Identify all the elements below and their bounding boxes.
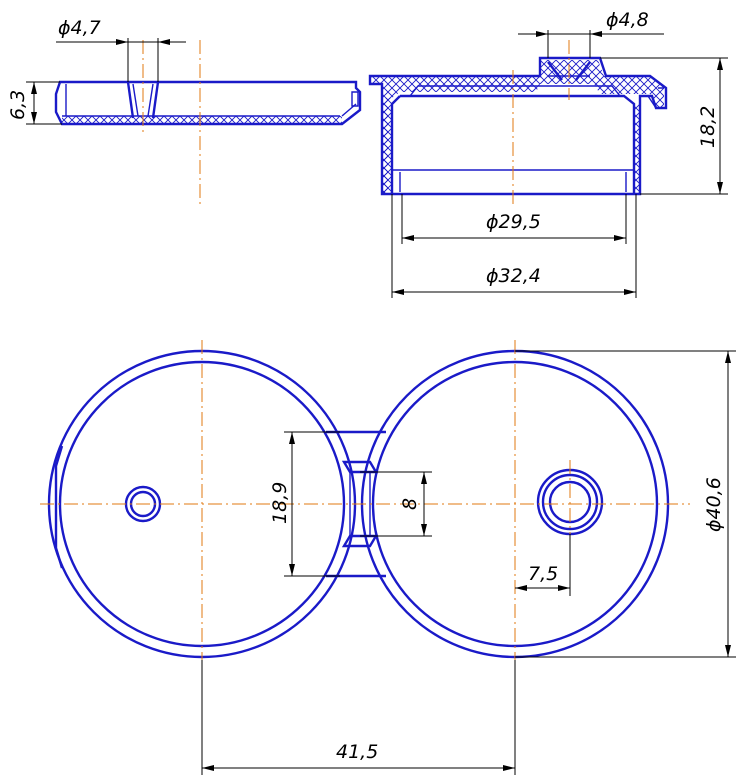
dim-hole-small-text: ϕ4,7 <box>58 17 101 39</box>
dim-outer-dia-text: ϕ32,4 <box>486 265 541 287</box>
plan-view <box>40 340 690 670</box>
flap-section <box>54 80 362 126</box>
cup-section <box>368 56 668 196</box>
dimension-outer-dia: ϕ32,4 <box>391 194 637 298</box>
dimension-inner-dia: ϕ29,5 <box>401 194 627 244</box>
dim-center-distance-text: 41,5 <box>336 741 378 763</box>
dim-cup-height-text: 18,2 <box>697 106 719 148</box>
dimension-center-distance: 41,5 <box>201 660 516 775</box>
dimension-tab-thickness: 6,3 <box>7 81 62 125</box>
dim-bridge-width-text: 18,9 <box>269 482 291 524</box>
dimension-hole-offset: 7,5 <box>515 534 571 596</box>
dimension-cup-height: 18,2 <box>600 57 728 195</box>
dim-slot-width-text: 8 <box>399 498 421 510</box>
dimension-hole-top: ϕ4,8 <box>518 9 664 58</box>
dimension-slot-width: 8 <box>360 471 432 537</box>
dim-inner-dia-text: ϕ29,5 <box>486 211 541 233</box>
dim-tab-thickness-text: 6,3 <box>7 90 29 120</box>
dimension-disc-dia: ϕ40,6 <box>515 350 736 658</box>
section-view <box>54 40 668 205</box>
dimension-hole-small: ϕ4,7 <box>56 17 186 82</box>
dim-disc-dia-text: ϕ40,6 <box>703 477 725 532</box>
dimension-bridge-width: 18,9 <box>269 431 340 577</box>
dim-hole-offset-text: 7,5 <box>528 563 558 585</box>
dim-hole-top-text: ϕ4,8 <box>606 9 649 31</box>
